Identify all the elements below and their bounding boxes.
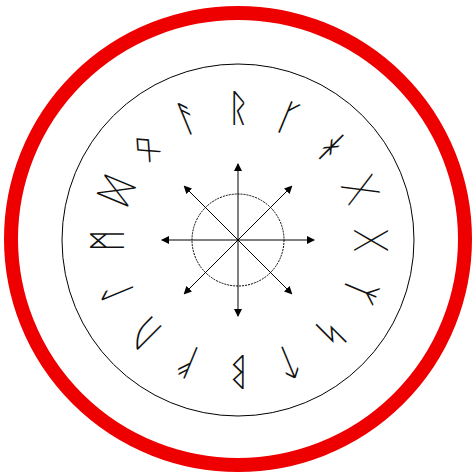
compass-arrow xyxy=(238,240,292,294)
rune-glyph: ᚱ xyxy=(227,89,250,127)
rune-glyph: ᛞ xyxy=(94,172,138,208)
compass-arrow xyxy=(238,240,314,241)
rune-glyph: ᚴ xyxy=(271,96,307,140)
rune-glyph: ᛗ xyxy=(87,229,125,252)
rune-glyph: ᛒ xyxy=(227,353,250,391)
compass-arrow xyxy=(162,240,238,241)
compass-arrow xyxy=(184,186,238,240)
compass-spokes xyxy=(162,164,314,316)
rune-glyph: ᚷ xyxy=(338,172,382,208)
compass-arrow xyxy=(238,240,239,316)
rune-glyph: ᛚ xyxy=(94,273,138,309)
compass-arrow xyxy=(238,164,239,240)
rune-glyph: ᛋ xyxy=(310,312,353,355)
rune-glyph: ᚼ xyxy=(310,125,353,168)
rune-glyph: ᚷ xyxy=(351,229,389,252)
red-ring xyxy=(11,13,465,465)
inner-ring xyxy=(62,64,414,416)
rune-glyph: ᛟ xyxy=(123,125,166,168)
rune-glyph: ᛏ xyxy=(271,340,307,384)
compass-arrow xyxy=(238,186,292,240)
rune-glyph: ᚠ xyxy=(170,340,206,384)
rune-glyph: ᛉ xyxy=(338,273,382,309)
rune-glyph: ᚨ xyxy=(170,96,206,140)
compass-arrow xyxy=(184,240,238,294)
rune-glyph: ᚢ xyxy=(123,312,166,355)
